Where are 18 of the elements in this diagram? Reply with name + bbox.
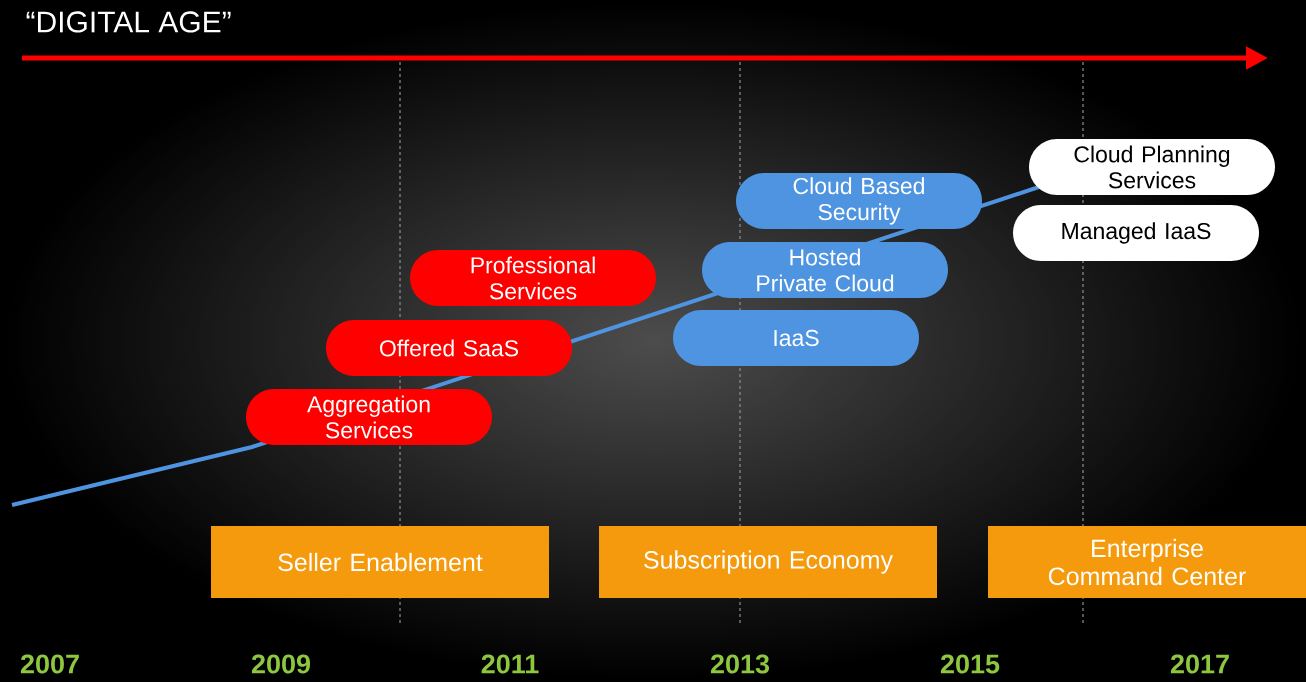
pill-button: Managed IaaS	[1013, 205, 1259, 261]
pill-button: Hosted Private Cloud	[702, 242, 948, 298]
pill-button: Cloud Planning Services	[1029, 139, 1275, 195]
year-label: 2013	[710, 654, 770, 674]
pill-button: Aggregation Services	[246, 389, 492, 445]
milestone-box: Subscription Economy	[599, 526, 937, 598]
milestone-box: Seller Enablement	[211, 526, 549, 598]
pill-button: Offered SaaS	[326, 320, 572, 376]
pill-button: Cloud Based Security	[736, 173, 982, 229]
milestone-box: Enterprise Command Center	[988, 526, 1306, 598]
year-label: 2007	[20, 654, 79, 674]
year-label: 2017	[1170, 654, 1229, 674]
title: “DIGITAL AGE”	[26, 11, 231, 33]
year-label: 2011	[481, 654, 539, 674]
pill-button: IaaS	[673, 310, 919, 366]
pill-button: Professional Services	[410, 250, 656, 306]
year-label: 2009	[251, 654, 311, 674]
year-label: 2015	[940, 654, 1000, 674]
